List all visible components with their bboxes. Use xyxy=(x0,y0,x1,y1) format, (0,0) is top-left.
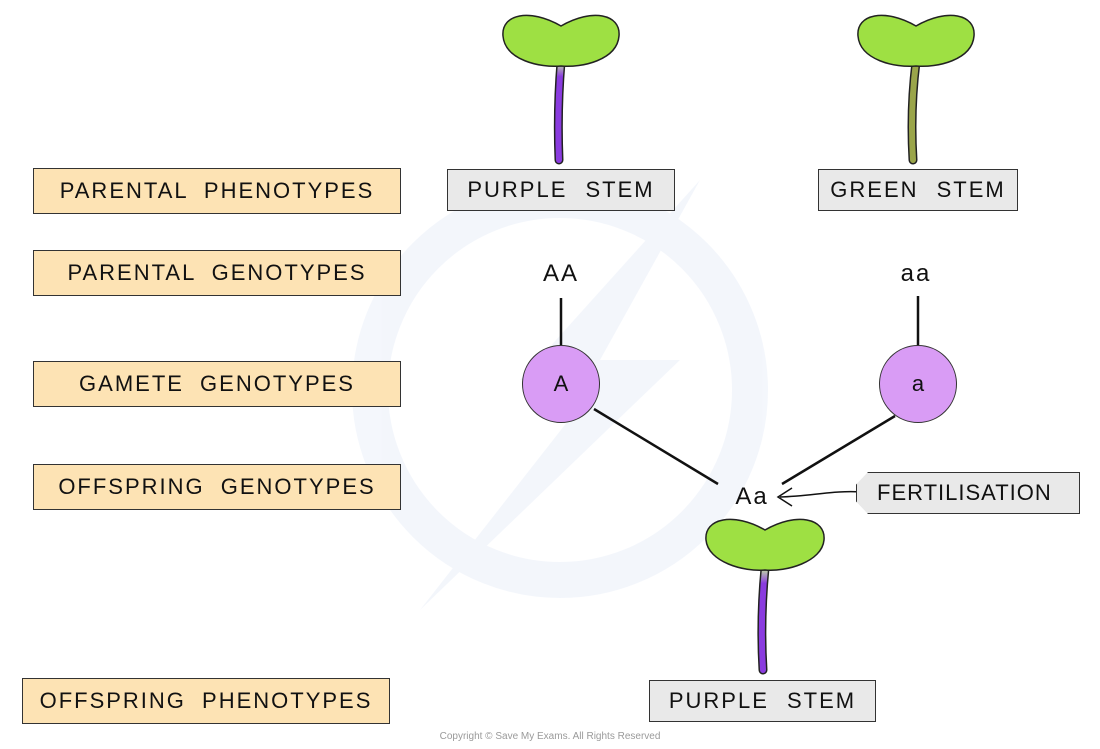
label-offspring-phenotypes: OFFSPRING PHENOTYPES xyxy=(22,678,390,724)
seedling-parent1-icon xyxy=(502,14,620,165)
seedling-parent2-icon xyxy=(857,14,975,165)
seedling-offspring-icon xyxy=(705,518,825,675)
line-gamete2-to-offspring xyxy=(781,414,896,486)
gamete-parent1-label: A xyxy=(553,371,569,396)
fertilisation-tag: FERTILISATION xyxy=(856,472,1080,514)
parent1-genotype: AA xyxy=(542,260,580,287)
gamete-parent2-label: a xyxy=(911,371,925,396)
copyright-text: Copyright © Save My Exams. All Rights Re… xyxy=(439,731,661,742)
offspring-phenotype-box: PURPLE STEM xyxy=(649,680,876,722)
gamete-parent1: A xyxy=(522,345,600,423)
gamete-parent2: a xyxy=(879,345,957,423)
label-gamete-genotypes: GAMETE GENOTYPES xyxy=(33,361,401,407)
line-gamete1-to-offspring xyxy=(593,407,719,486)
fertilisation-arrow-icon xyxy=(776,487,868,507)
offspring-genotype: Aa xyxy=(735,483,769,510)
parent1-phenotype-box: PURPLE STEM xyxy=(447,169,675,211)
label-parental-genotypes: PARENTAL GENOTYPES xyxy=(33,250,401,296)
parent2-genotype: aa xyxy=(900,260,932,287)
label-offspring-genotypes: OFFSPRING GENOTYPES xyxy=(33,464,401,510)
label-parental-phenotypes: PARENTAL PHENOTYPES xyxy=(33,168,401,214)
parent2-phenotype-box: GREEN STEM xyxy=(818,169,1018,211)
